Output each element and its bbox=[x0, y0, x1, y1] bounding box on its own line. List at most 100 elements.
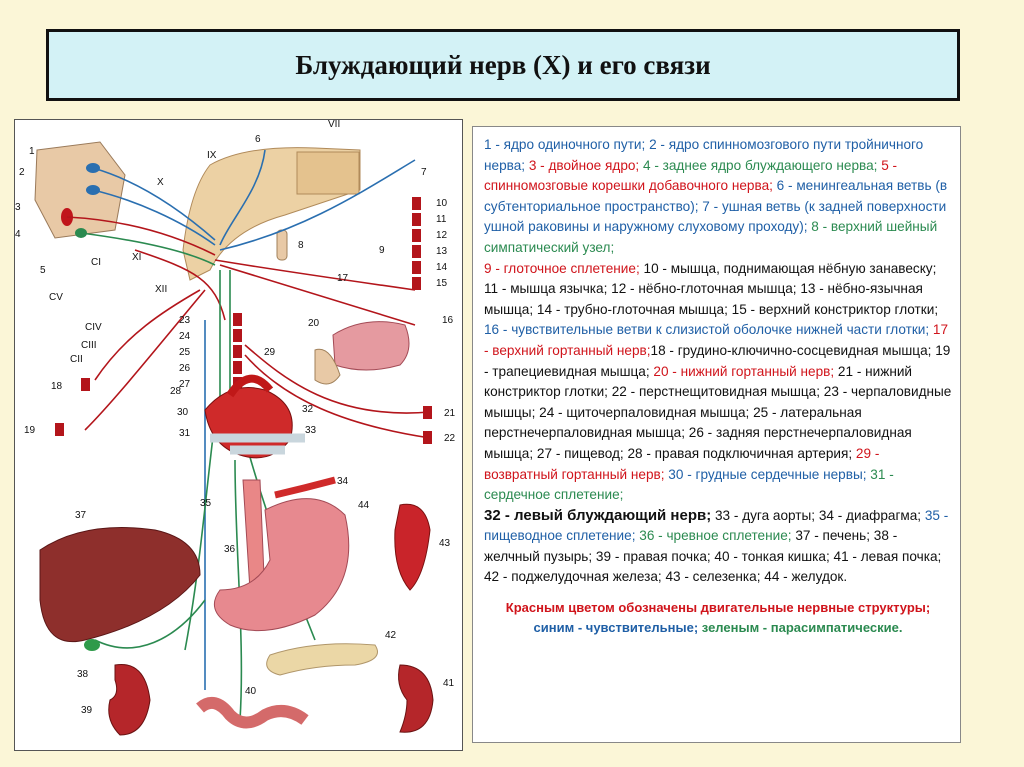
number-6: 6 bbox=[255, 134, 261, 145]
legend-text: 1 - ядро одиночного пути; 2 - ядро спинн… bbox=[484, 135, 952, 588]
page-title: Блуждающий нерв (X) и его связи bbox=[295, 49, 711, 80]
legend-item-7: 7 - ушная ветвь (к задней поверхности уш… bbox=[484, 198, 947, 235]
note-sensory: синим - чувствительные; bbox=[533, 620, 699, 636]
muscle-box-15 bbox=[412, 277, 421, 290]
note-parasympathetic: зеленым - парасимпатические. bbox=[698, 620, 903, 636]
number-30: 30 bbox=[177, 407, 189, 418]
number-13: 13 bbox=[436, 246, 448, 257]
small-intestine bbox=[196, 696, 309, 729]
legend-panel: 1 - ядро одиночного пути; 2 - ядро спинн… bbox=[472, 126, 961, 743]
number-29: 29 bbox=[264, 347, 276, 358]
number-40: 40 bbox=[245, 686, 257, 697]
spleen bbox=[394, 503, 431, 591]
right-kidney bbox=[108, 663, 151, 736]
label-ciii: CIII bbox=[81, 340, 97, 351]
number-32: 32 bbox=[302, 404, 314, 415]
legend-item-37-44: 37 - печень; 38 - желчный пузырь; 39 - п… bbox=[484, 528, 942, 585]
nerve-motor-paths bbox=[66, 216, 431, 439]
number-27: 27 bbox=[179, 379, 191, 390]
legend-item-32: 32 - левый блуждающий нерв; bbox=[484, 506, 712, 524]
number-5: 5 bbox=[40, 265, 46, 276]
pancreas bbox=[266, 643, 378, 676]
number-28: 28 bbox=[170, 386, 182, 397]
petrous-bone bbox=[296, 151, 360, 195]
legend-item-17: 17 - верхний гортанный нерв; bbox=[484, 322, 949, 358]
label-n7: VII bbox=[328, 120, 340, 130]
left-kidney bbox=[398, 664, 434, 733]
legend-item-29: 29 - возвратный гортанный нерв; bbox=[484, 445, 880, 482]
nerve-parasympathetic-paths bbox=[80, 232, 316, 721]
number-34: 34 bbox=[337, 476, 349, 487]
legend-item-21-28: 21 - нижний констриктор глотки; 22 - пер… bbox=[484, 363, 952, 461]
trachea-bronchi bbox=[210, 433, 305, 455]
legend-item-4: 4 - заднее ядро блуждающего нерва; bbox=[639, 157, 878, 173]
number-2: 2 bbox=[19, 167, 25, 178]
label-c1: CI bbox=[91, 257, 101, 268]
number-44: 44 bbox=[358, 500, 370, 511]
label-n11: XI bbox=[132, 252, 141, 263]
sympathetic-ganglion-8 bbox=[276, 229, 288, 261]
number-15: 15 bbox=[436, 278, 448, 289]
number-8: 8 bbox=[298, 240, 304, 251]
legend-item-6: 6 - менингеальная ветвь (в субтенториаль… bbox=[484, 178, 948, 214]
title-box: Блуждающий нерв (X) и его связи bbox=[46, 29, 960, 101]
legend-item-8: 8 - верхний шейный симпатический узел; bbox=[484, 219, 938, 255]
gallbladder bbox=[84, 639, 100, 651]
number-42: 42 bbox=[385, 630, 397, 641]
legend-item-9: 9 - глоточное сплетение; bbox=[484, 260, 640, 276]
legend-item-36: 36 - чревное сплетение; bbox=[635, 528, 792, 544]
number-21: 21 bbox=[444, 408, 456, 419]
number-14: 14 bbox=[436, 262, 448, 273]
legend-item-5: 5 - спинномозговые корешки добавочного н… bbox=[484, 157, 898, 194]
number-17: 17 bbox=[337, 273, 349, 284]
number-31: 31 bbox=[179, 428, 191, 439]
number-3: 3 bbox=[15, 202, 21, 213]
number-33: 33 bbox=[305, 425, 317, 436]
muscle-box-25 bbox=[233, 345, 242, 358]
number-12: 12 bbox=[436, 230, 448, 241]
note-motor: Красным цветом обозначены двигательные н… bbox=[505, 600, 931, 616]
number-37: 37 bbox=[75, 510, 87, 521]
muscle-box-23 bbox=[233, 313, 242, 326]
number-36: 36 bbox=[224, 544, 236, 555]
anatomy-svg: VII IX X XI XII CI CV CIV CIII CII 1 2 3… bbox=[15, 120, 456, 736]
muscle-box-14 bbox=[412, 261, 421, 274]
muscle-box-21 bbox=[423, 406, 432, 419]
legend-item-20: 20 - нижний гортанный нерв; bbox=[649, 363, 835, 379]
number-23: 23 bbox=[179, 315, 191, 326]
larynx bbox=[332, 321, 410, 371]
legend-item-1: 1 - ядро одиночного пути; bbox=[484, 137, 646, 152]
label-cv: CV bbox=[49, 292, 63, 303]
number-20: 20 bbox=[308, 318, 320, 329]
label-n10: X bbox=[157, 177, 164, 188]
number-39: 39 bbox=[81, 705, 93, 716]
liver bbox=[39, 527, 201, 643]
legend-item-33-34: 33 - дуга аорты; 34 - диафрагма; bbox=[711, 507, 922, 523]
aortic-arch bbox=[226, 374, 274, 398]
brainstem-section bbox=[34, 141, 126, 239]
number-35: 35 bbox=[200, 498, 212, 509]
number-25: 25 bbox=[179, 347, 191, 358]
legend-item-10-15: 10 - мышца, поднимающая нёбную занавеску… bbox=[484, 260, 939, 317]
muscle-box-26 bbox=[233, 361, 242, 374]
number-4: 4 bbox=[15, 229, 21, 240]
number-18: 18 bbox=[51, 381, 63, 392]
legend-item-16: 16 - чувствительные ветви к слизистой об… bbox=[484, 322, 930, 338]
number-22: 22 bbox=[444, 433, 456, 444]
hyoid bbox=[314, 348, 341, 385]
stomach bbox=[213, 498, 350, 632]
number-41: 41 bbox=[443, 678, 455, 689]
label-cii: CII bbox=[70, 354, 83, 365]
number-26: 26 bbox=[179, 363, 191, 374]
legend-item-3: 3 - двойное ядро; bbox=[525, 157, 640, 173]
muscle-box-19 bbox=[55, 423, 64, 436]
muscle-box-24 bbox=[233, 329, 242, 342]
nerve-sensory-paths bbox=[92, 149, 416, 690]
legend-item-30: 30 - грудные сердечные нервы; bbox=[664, 466, 867, 482]
number-9: 9 bbox=[379, 245, 385, 256]
legend-item-31: 31 - сердечное сплетение; bbox=[484, 466, 894, 503]
label-n12: XII bbox=[155, 284, 167, 295]
number-1: 1 bbox=[29, 146, 35, 157]
number-19: 19 bbox=[24, 425, 36, 436]
number-24: 24 bbox=[179, 331, 191, 342]
